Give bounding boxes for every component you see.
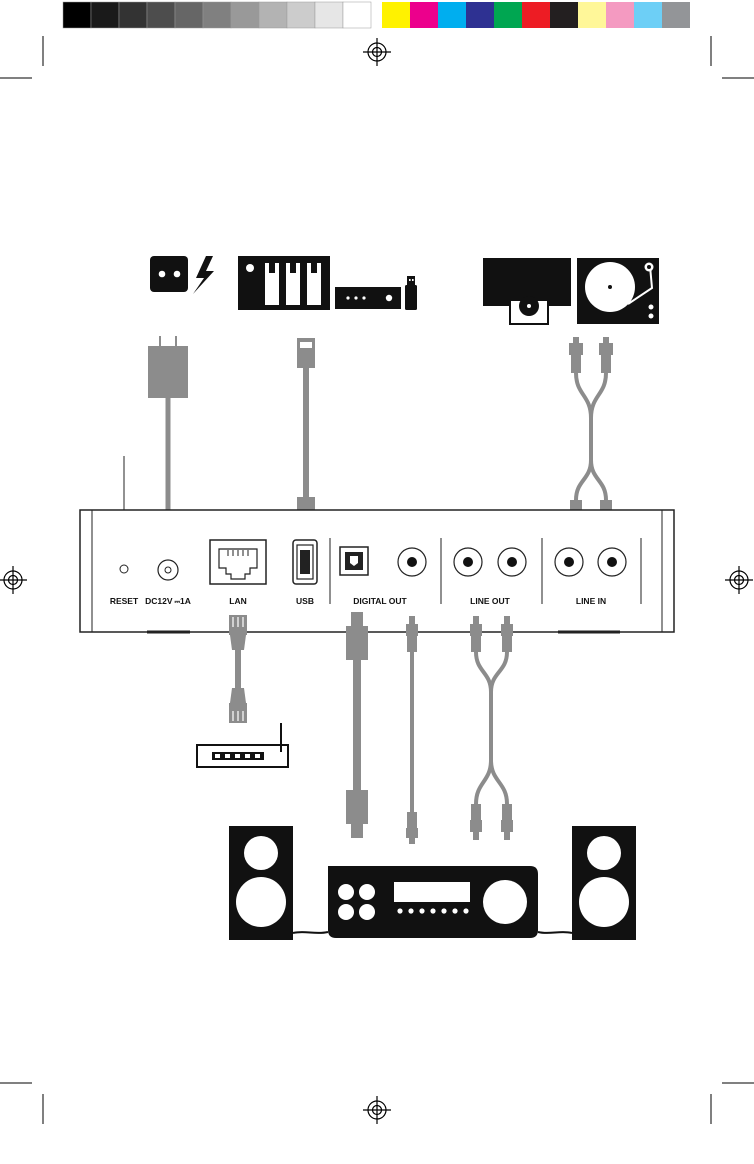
lan-port <box>210 540 266 584</box>
color-swatch <box>522 2 550 28</box>
color-swatch <box>466 2 494 28</box>
color-swatch <box>606 2 634 28</box>
color-swatch <box>382 2 410 28</box>
usb-label: USB <box>296 596 314 606</box>
digital-out-label: DIGITAL OUT <box>353 596 407 606</box>
turntable-icon <box>577 258 659 324</box>
lightning-icon <box>193 256 214 294</box>
color-swatch <box>578 2 606 28</box>
reset-label: RESET <box>110 596 139 606</box>
color-swatch <box>494 2 522 28</box>
gray-swatch <box>91 2 119 28</box>
dc-voltage-label: DC12V <box>145 596 173 606</box>
gray-swatch <box>315 2 343 28</box>
coaxial-out-jack <box>398 548 426 576</box>
lan-label: LAN <box>229 596 246 606</box>
usb-cable <box>297 338 315 529</box>
dc-power-jack <box>158 560 178 580</box>
color-swatch <box>410 2 438 28</box>
color-swatch <box>550 2 578 28</box>
gray-swatch <box>119 2 147 28</box>
coaxial-cable <box>406 616 418 844</box>
dc-rating-label: 1A <box>180 596 191 606</box>
usb-port <box>293 540 317 584</box>
lan-cable <box>229 615 247 723</box>
power-outlet-icon <box>150 256 188 292</box>
line-in-rca-cable <box>568 337 614 532</box>
color-swatch <box>662 2 690 28</box>
line-out-label: LINE OUT <box>470 596 510 606</box>
gray-swatch <box>231 2 259 28</box>
gray-swatch <box>287 2 315 28</box>
streamer-device-rear-panel: RESET DC12V ⎓1A LAN USB DIGITAL OUT LINE… <box>80 510 674 632</box>
color-swatch <box>634 2 662 28</box>
amplifier-icon <box>328 866 538 938</box>
reset-button <box>120 565 128 573</box>
gray-swatch <box>203 2 231 28</box>
line-out-rca-cable <box>470 616 513 840</box>
router-icon <box>197 723 288 767</box>
color-calibration-bar <box>63 2 690 28</box>
gray-swatch <box>259 2 287 28</box>
gray-swatch <box>63 2 91 28</box>
cd-player-icon <box>483 258 571 324</box>
dc-label: DC12V ⎓1A <box>145 596 191 606</box>
optical-port <box>340 547 368 575</box>
gray-swatch <box>343 2 371 28</box>
gray-swatch <box>175 2 203 28</box>
color-swatch <box>438 2 466 28</box>
gray-swatch <box>147 2 175 28</box>
optical-cable <box>346 612 368 838</box>
right-speaker-icon <box>572 826 636 940</box>
line-in-label: LINE IN <box>576 596 606 606</box>
usb-stick-icon <box>405 276 417 310</box>
nas-drive-icon <box>238 256 330 310</box>
power-cable <box>148 336 188 531</box>
media-player-icon <box>335 287 401 309</box>
left-speaker-icon <box>229 826 293 940</box>
